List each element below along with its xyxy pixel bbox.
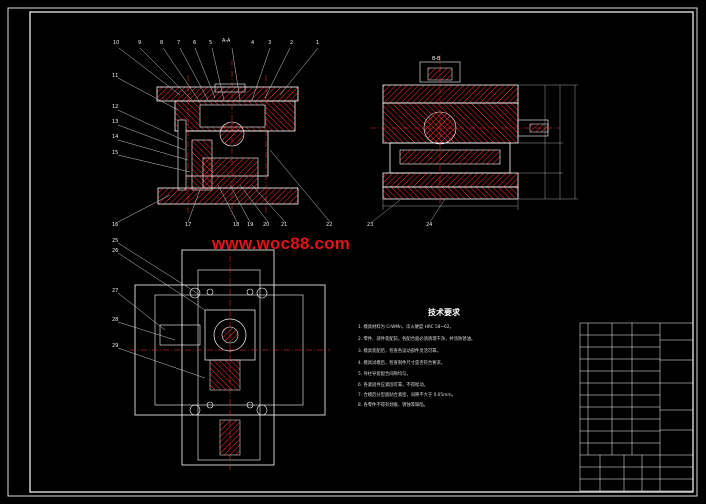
part-number: 29 [112, 343, 119, 349]
section-label-side: B-B [432, 56, 441, 62]
sheet-inner-border [29, 11, 694, 493]
part-number: 10 [113, 40, 120, 46]
part-number: 13 [112, 119, 119, 125]
part-number: 24 [426, 222, 433, 228]
part-number: 17 [185, 222, 192, 228]
side-section-view [370, 55, 578, 223]
tech-note: 2. 零件、部件装配前，各配合面必须清理干净，并涂防锈油。 [358, 337, 476, 342]
tech-requirements-title: 技术要求 [428, 308, 460, 317]
part-number: 26 [112, 248, 119, 254]
part-number: 21 [281, 222, 288, 228]
part-number: 16 [112, 222, 119, 228]
title-block [579, 322, 694, 492]
tech-note: 7. 合模后分型面贴合紧密，间隙不大于 0.05mm。 [358, 393, 456, 398]
part-number: 7 [177, 40, 181, 46]
tech-note: 8. 各零件不得有划痕、锈蚀等缺陷。 [358, 403, 428, 408]
part-number: 28 [112, 317, 119, 323]
part-number: 4 [251, 40, 255, 46]
tech-note: 3. 模具装配后，检查各运动部件灵活可靠。 [358, 349, 441, 354]
part-number: 18 [233, 222, 240, 228]
part-number: 9 [138, 40, 142, 46]
plan-view [117, 242, 330, 470]
part-number: 19 [247, 222, 254, 228]
part-number: 1 [316, 40, 320, 46]
watermark-text: www.woc88.com [212, 234, 351, 253]
front-section-view [117, 47, 331, 223]
tech-note: 4. 模具试模后，检查制件尺寸是否符合要求。 [358, 361, 446, 366]
sheet-outer-border [7, 7, 698, 497]
part-number: 27 [112, 288, 119, 294]
part-number: 22 [326, 222, 333, 228]
part-number: 3 [268, 40, 272, 46]
part-number: 8 [160, 40, 164, 46]
part-number: 12 [112, 104, 119, 110]
part-number: 6 [193, 40, 197, 46]
part-number: 23 [367, 222, 374, 228]
tech-note: 1. 模具材料为 CrWMn，淬火硬度 HRC 58~62。 [358, 325, 454, 330]
part-number: 11 [112, 73, 119, 79]
part-number: 2 [290, 40, 294, 46]
part-number: 15 [112, 150, 119, 156]
tech-note: 5. 导柱导套配合间隙均匀。 [358, 372, 411, 377]
part-number: 5 [209, 40, 213, 46]
part-number: 20 [263, 222, 270, 228]
tech-note: 6. 各紧固件应紧固可靠，不得松动。 [358, 383, 428, 388]
section-label-front: A-A [222, 38, 231, 44]
part-number: 14 [112, 134, 119, 140]
part-number: 25 [112, 238, 119, 244]
